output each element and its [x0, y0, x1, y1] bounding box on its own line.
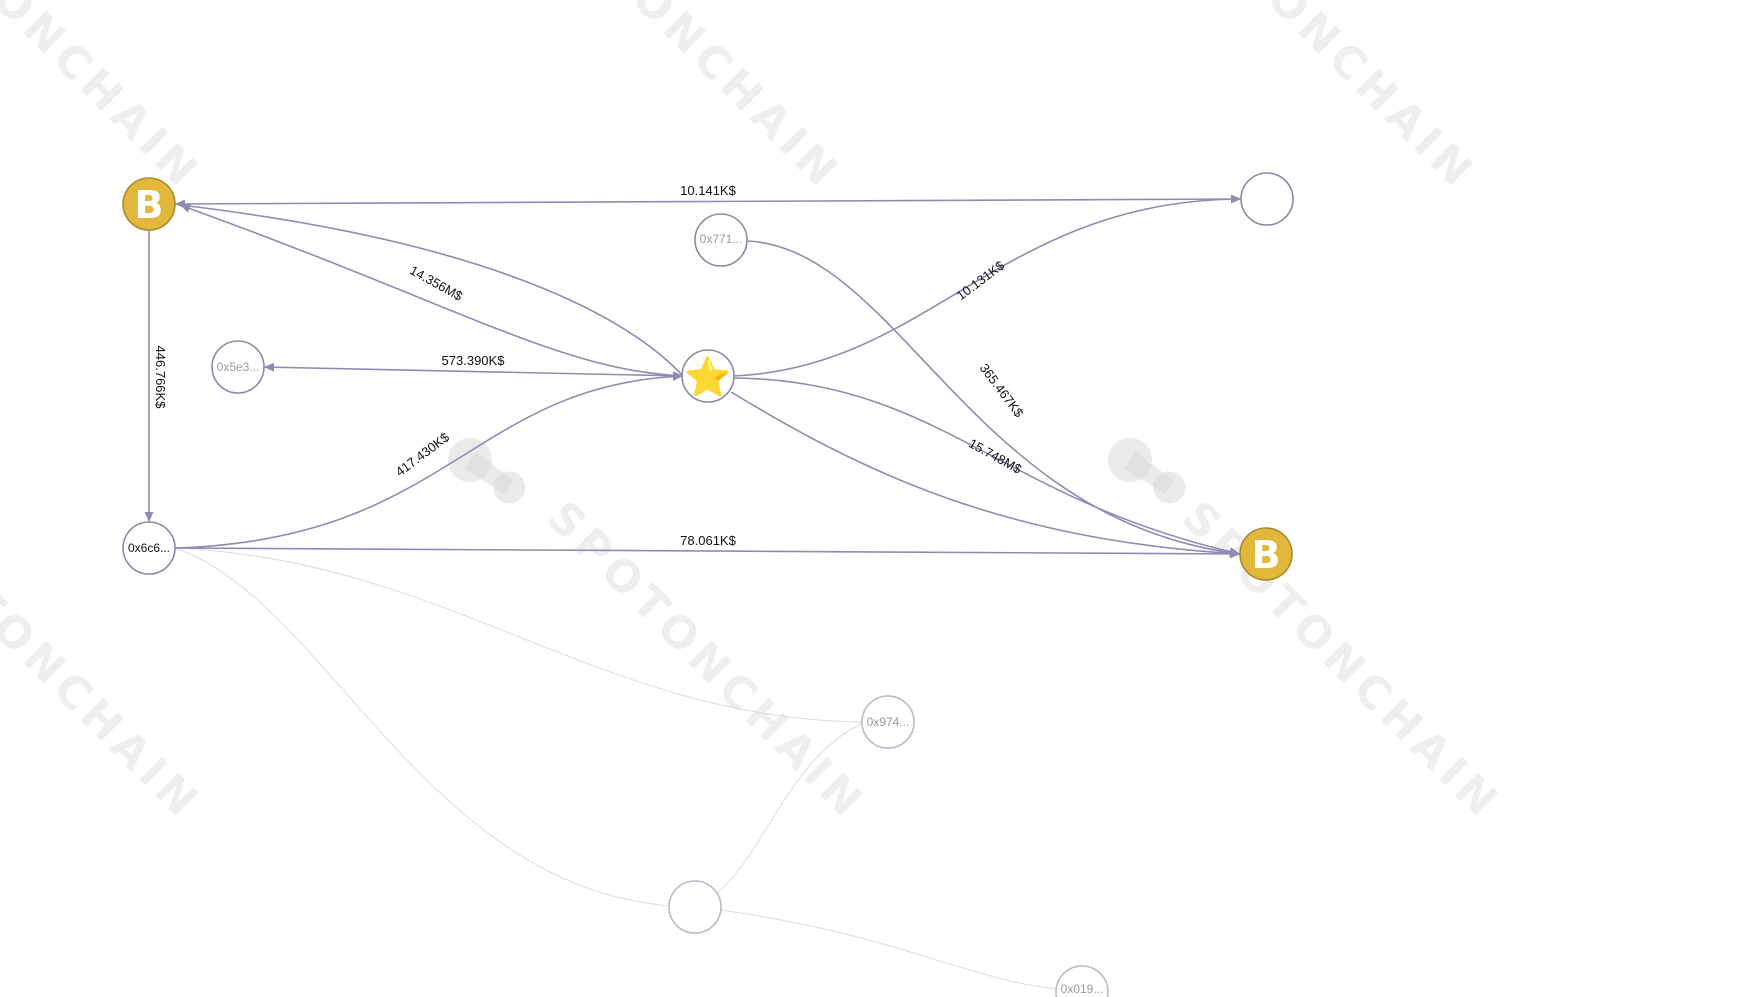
watermark-text: SPOTONCHAIN: [512, 0, 851, 200]
b-badge-icon: B: [135, 183, 164, 227]
edge-e2b: [179, 204, 684, 377]
edges: [144, 194, 1242, 559]
faint-edge: [694, 721, 866, 908]
node-star[interactable]: ⭐: [681, 349, 735, 403]
watermark-layer: SPOTONCHAIN SPOTONCHAIN SPOTONCHAIN SPOT…: [0, 0, 1511, 830]
node-addr-6c6[interactable]: 0x6c6...: [122, 521, 176, 575]
edge-e8[interactable]: [732, 377, 1241, 557]
node-addr-019[interactable]: 0x019...: [1055, 965, 1109, 997]
faint-edge: [174, 547, 696, 908]
edge-label-e6: 10.131K$: [954, 257, 1008, 303]
edge-e7[interactable]: [747, 240, 1241, 558]
watermark-text: SPOTONCHAIN: [0, 0, 211, 200]
edge-labels: 10.141K$ 14.356M$ 573.390K$ 446.766K$ 41…: [153, 183, 1027, 548]
edge-e5[interactable]: [174, 371, 684, 549]
b-badge-icon: B: [1252, 533, 1281, 577]
node-label: 0x771...: [700, 232, 743, 246]
watermark-text: SPOTONCHAIN: [0, 492, 211, 831]
watermark-text: SPOTONCHAIN: [1147, 0, 1486, 200]
star-icon: ⭐: [684, 355, 731, 399]
node-label: 0x974...: [867, 715, 910, 729]
faint-edge: [694, 906, 1083, 991]
edge-label-e4: 446.766K$: [153, 346, 168, 410]
node-empty-top-right[interactable]: [1240, 172, 1294, 226]
node-b-bottom[interactable]: B: [1239, 527, 1293, 581]
edge-label-e5: 417.430K$: [393, 429, 453, 479]
node-label: 0x019...: [1061, 982, 1104, 996]
edge-e9[interactable]: [174, 547, 1241, 559]
edge-label-e9: 78.061K$: [680, 533, 736, 548]
edge-label-e1: 10.141K$: [680, 183, 736, 198]
edge-e8b: [730, 391, 1241, 555]
node-label: 0x6c6...: [128, 541, 170, 555]
nodes: B B ⭐ 0x771... 0x5e3... 0x6c6... 0x974: [122, 172, 1294, 997]
faint-edges: [174, 547, 1083, 991]
edge-e6[interactable]: [732, 194, 1242, 377]
node-addr-5e3[interactable]: 0x5e3...: [211, 340, 265, 394]
edge-label-e2: 14.356M$: [407, 262, 466, 304]
watermark-logo-icon: [1108, 438, 1186, 504]
watermark-text: SPOTONCHAIN: [1172, 492, 1511, 831]
edge-label-e3: 573.390K$: [442, 353, 506, 368]
node-empty-bottom[interactable]: [668, 880, 722, 934]
node-addr-771[interactable]: 0x771...: [694, 213, 748, 267]
edge-e3[interactable]: [263, 362, 684, 381]
faint-edge: [174, 547, 866, 723]
edge-label-e7: 365.467K$: [977, 361, 1027, 421]
watermark-logo-icon: [448, 438, 526, 504]
edge-e1[interactable]: [174, 194, 1242, 209]
node-label: 0x5e3...: [217, 360, 260, 374]
node-b-top[interactable]: B: [122, 177, 176, 231]
node-addr-974[interactable]: 0x974...: [861, 695, 915, 749]
edge-label-e8: 15.748M$: [966, 435, 1025, 477]
